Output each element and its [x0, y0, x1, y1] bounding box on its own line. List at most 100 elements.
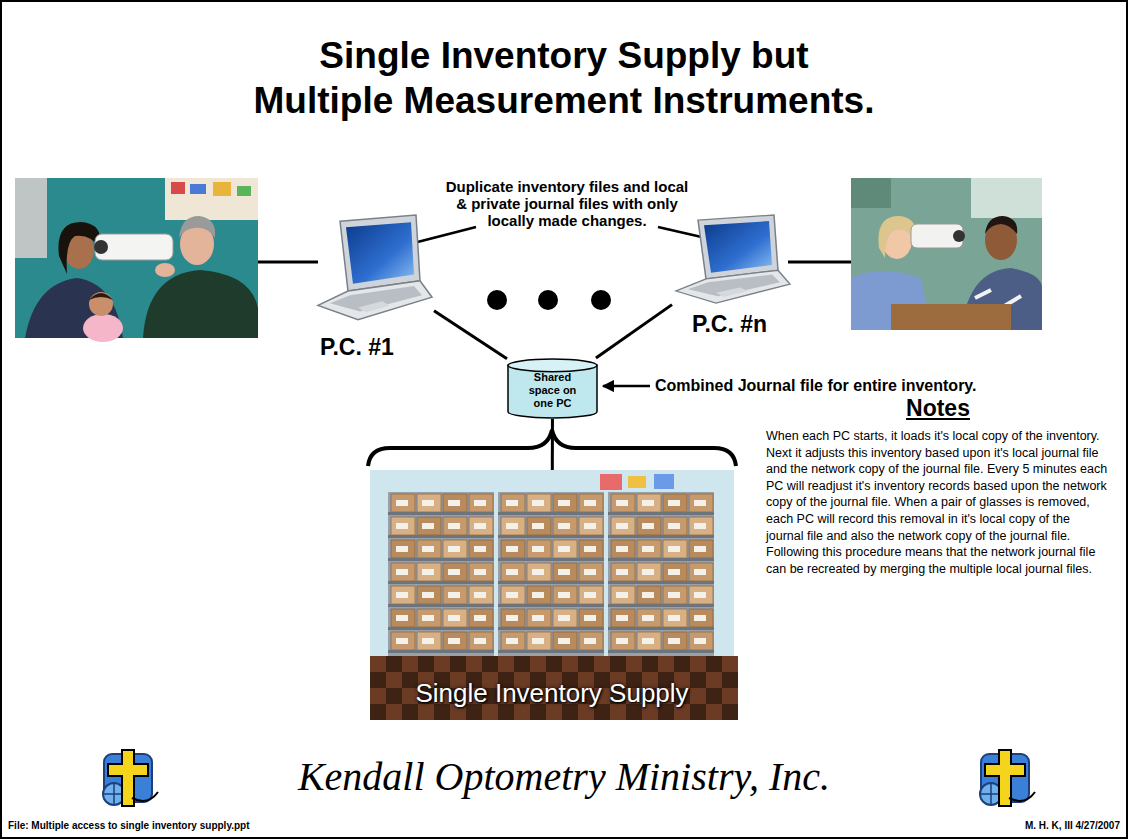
- inventory-photo-shape: [689, 494, 713, 512]
- inventory-photo-shape: [443, 494, 467, 512]
- inventory-photo-shape: [611, 517, 635, 535]
- inventory-photo-shape: [532, 569, 544, 575]
- inventory-photo-shape: [626, 656, 642, 672]
- inventory-photo-shape: [527, 586, 551, 604]
- exam-photo-left: [89, 293, 113, 300]
- exam-photo-left: [58, 222, 100, 274]
- inventory-photo-shape: [422, 592, 434, 598]
- inventory-photo-shape: [690, 656, 706, 672]
- inventory-photo-shape: [391, 517, 415, 535]
- inventory-photo-shape: [616, 569, 628, 575]
- inventory-photo-shape: [553, 563, 577, 581]
- inventory-photo-shape: [527, 540, 551, 558]
- inventory-photo-shape: [418, 656, 434, 672]
- laptop-pc-shape: [318, 281, 432, 320]
- exam-photo-right: [985, 216, 1017, 234]
- inventory-photo-shape: [443, 517, 467, 535]
- inventory-photo-shape: [391, 494, 415, 512]
- inventory-photo-shape: [417, 632, 441, 650]
- inventory-photo-shape: [391, 563, 415, 581]
- inventory-photo-shape: [553, 632, 577, 650]
- inventory-photo-shape: [498, 604, 604, 607]
- connector-line: [434, 311, 507, 359]
- inventory-photo-shape: [579, 494, 603, 512]
- inventory-photo-shape: [608, 650, 714, 653]
- inventory-photo-shape: [584, 638, 596, 644]
- inventory-photo-shape: [370, 656, 386, 672]
- exam-photo-left: [171, 182, 185, 194]
- inventory-photo-shape: [584, 615, 596, 621]
- callout-text: Combined Journal file for entire invento…: [655, 376, 977, 396]
- exam-photo-left: [15, 178, 258, 342]
- exam-photo-left: [95, 234, 173, 260]
- inventory-photo-shape: [474, 615, 486, 621]
- shared-storage-cylinder-shape: [508, 365, 597, 418]
- exam-photo-left: [83, 314, 123, 342]
- exam-photo-left: [94, 240, 108, 254]
- ministry-logo: [108, 750, 148, 806]
- inventory-photo-shape: [689, 540, 713, 558]
- inventory-photo-shape: [584, 500, 596, 506]
- inventory-photo-shape: [386, 688, 402, 704]
- inventory-photo-shape: [474, 592, 486, 598]
- inventory-photo-shape: [506, 592, 518, 598]
- photo-caption: Single Inventory Supply: [370, 678, 734, 708]
- inventory-photo-shape: [674, 656, 690, 672]
- inventory-photo-shape: [498, 627, 604, 630]
- inventory-photo-shape: [637, 540, 661, 558]
- inventory-photo-shape: [370, 470, 734, 720]
- laptop-pc-shape: [358, 301, 390, 312]
- inventory-photo-shape: [654, 474, 674, 489]
- exam-photo-right: [953, 230, 965, 242]
- inventory-photo-shape: [448, 546, 460, 552]
- inventory-photo-shape: [706, 672, 722, 688]
- inventory-photo-shape: [694, 523, 706, 529]
- inventory-photo-shape: [642, 615, 654, 621]
- inventory-photo-shape: [642, 656, 658, 672]
- inventory-photo-shape: [501, 540, 525, 558]
- inventory-photo-shape: [501, 632, 525, 650]
- inventory-photo-shape: [616, 500, 628, 506]
- exam-photo-left: [89, 292, 113, 316]
- inventory-photo-shape: [469, 517, 493, 535]
- inventory-photo-shape: [506, 500, 518, 506]
- inventory-photo-shape: [578, 656, 594, 672]
- inventory-photo-shape: [553, 540, 577, 558]
- inventory-photo-shape: [608, 512, 714, 515]
- inventory-photo-shape: [668, 592, 680, 598]
- ellipsis-dot: [538, 290, 558, 310]
- ellipsis-dot: [487, 290, 507, 310]
- inventory-photo-shape: [417, 609, 441, 627]
- inventory-photo-shape: [668, 523, 680, 529]
- inventory-photo-shape: [388, 581, 494, 584]
- inventory-photo-shape: [637, 609, 661, 627]
- inventory-photo-shape: [498, 558, 604, 561]
- callout-text: Duplicate inventory files and local & pr…: [442, 178, 692, 229]
- inventory-photo-shape: [474, 523, 486, 529]
- inventory-photo-shape: [668, 569, 680, 575]
- inventory-photo-shape: [690, 704, 706, 720]
- inventory-photo-shape: [417, 517, 441, 535]
- laptop-pc-shape: [698, 215, 778, 279]
- inventory-photo-shape: [532, 638, 544, 644]
- inventory-photo-shape: [616, 592, 628, 598]
- inventory-photo-shape: [498, 581, 604, 584]
- inventory-photo-shape: [527, 632, 551, 650]
- inventory-photo-shape: [417, 563, 441, 581]
- inventory-photo-shape: [448, 592, 460, 598]
- inventory-photo-shape: [694, 569, 706, 575]
- laptop-pc: P.C. #1: [314, 215, 434, 328]
- inventory-photo-shape: [553, 609, 577, 627]
- inventory-photo-shape: [584, 546, 596, 552]
- inventory-photo-shape: [628, 476, 646, 488]
- inventory-photo-shape: [722, 688, 738, 704]
- inventory-photo-shape: [469, 609, 493, 627]
- inventory-photo-shape: [466, 656, 482, 672]
- laptop-pc-shape: [716, 288, 748, 298]
- inventory-photo-shape: [448, 615, 460, 621]
- laptop-pc-shape: [672, 215, 792, 310]
- exam-photo-right: [851, 178, 1042, 330]
- inventory-photo-shape: [558, 592, 570, 598]
- inventory-photo-shape: [668, 638, 680, 644]
